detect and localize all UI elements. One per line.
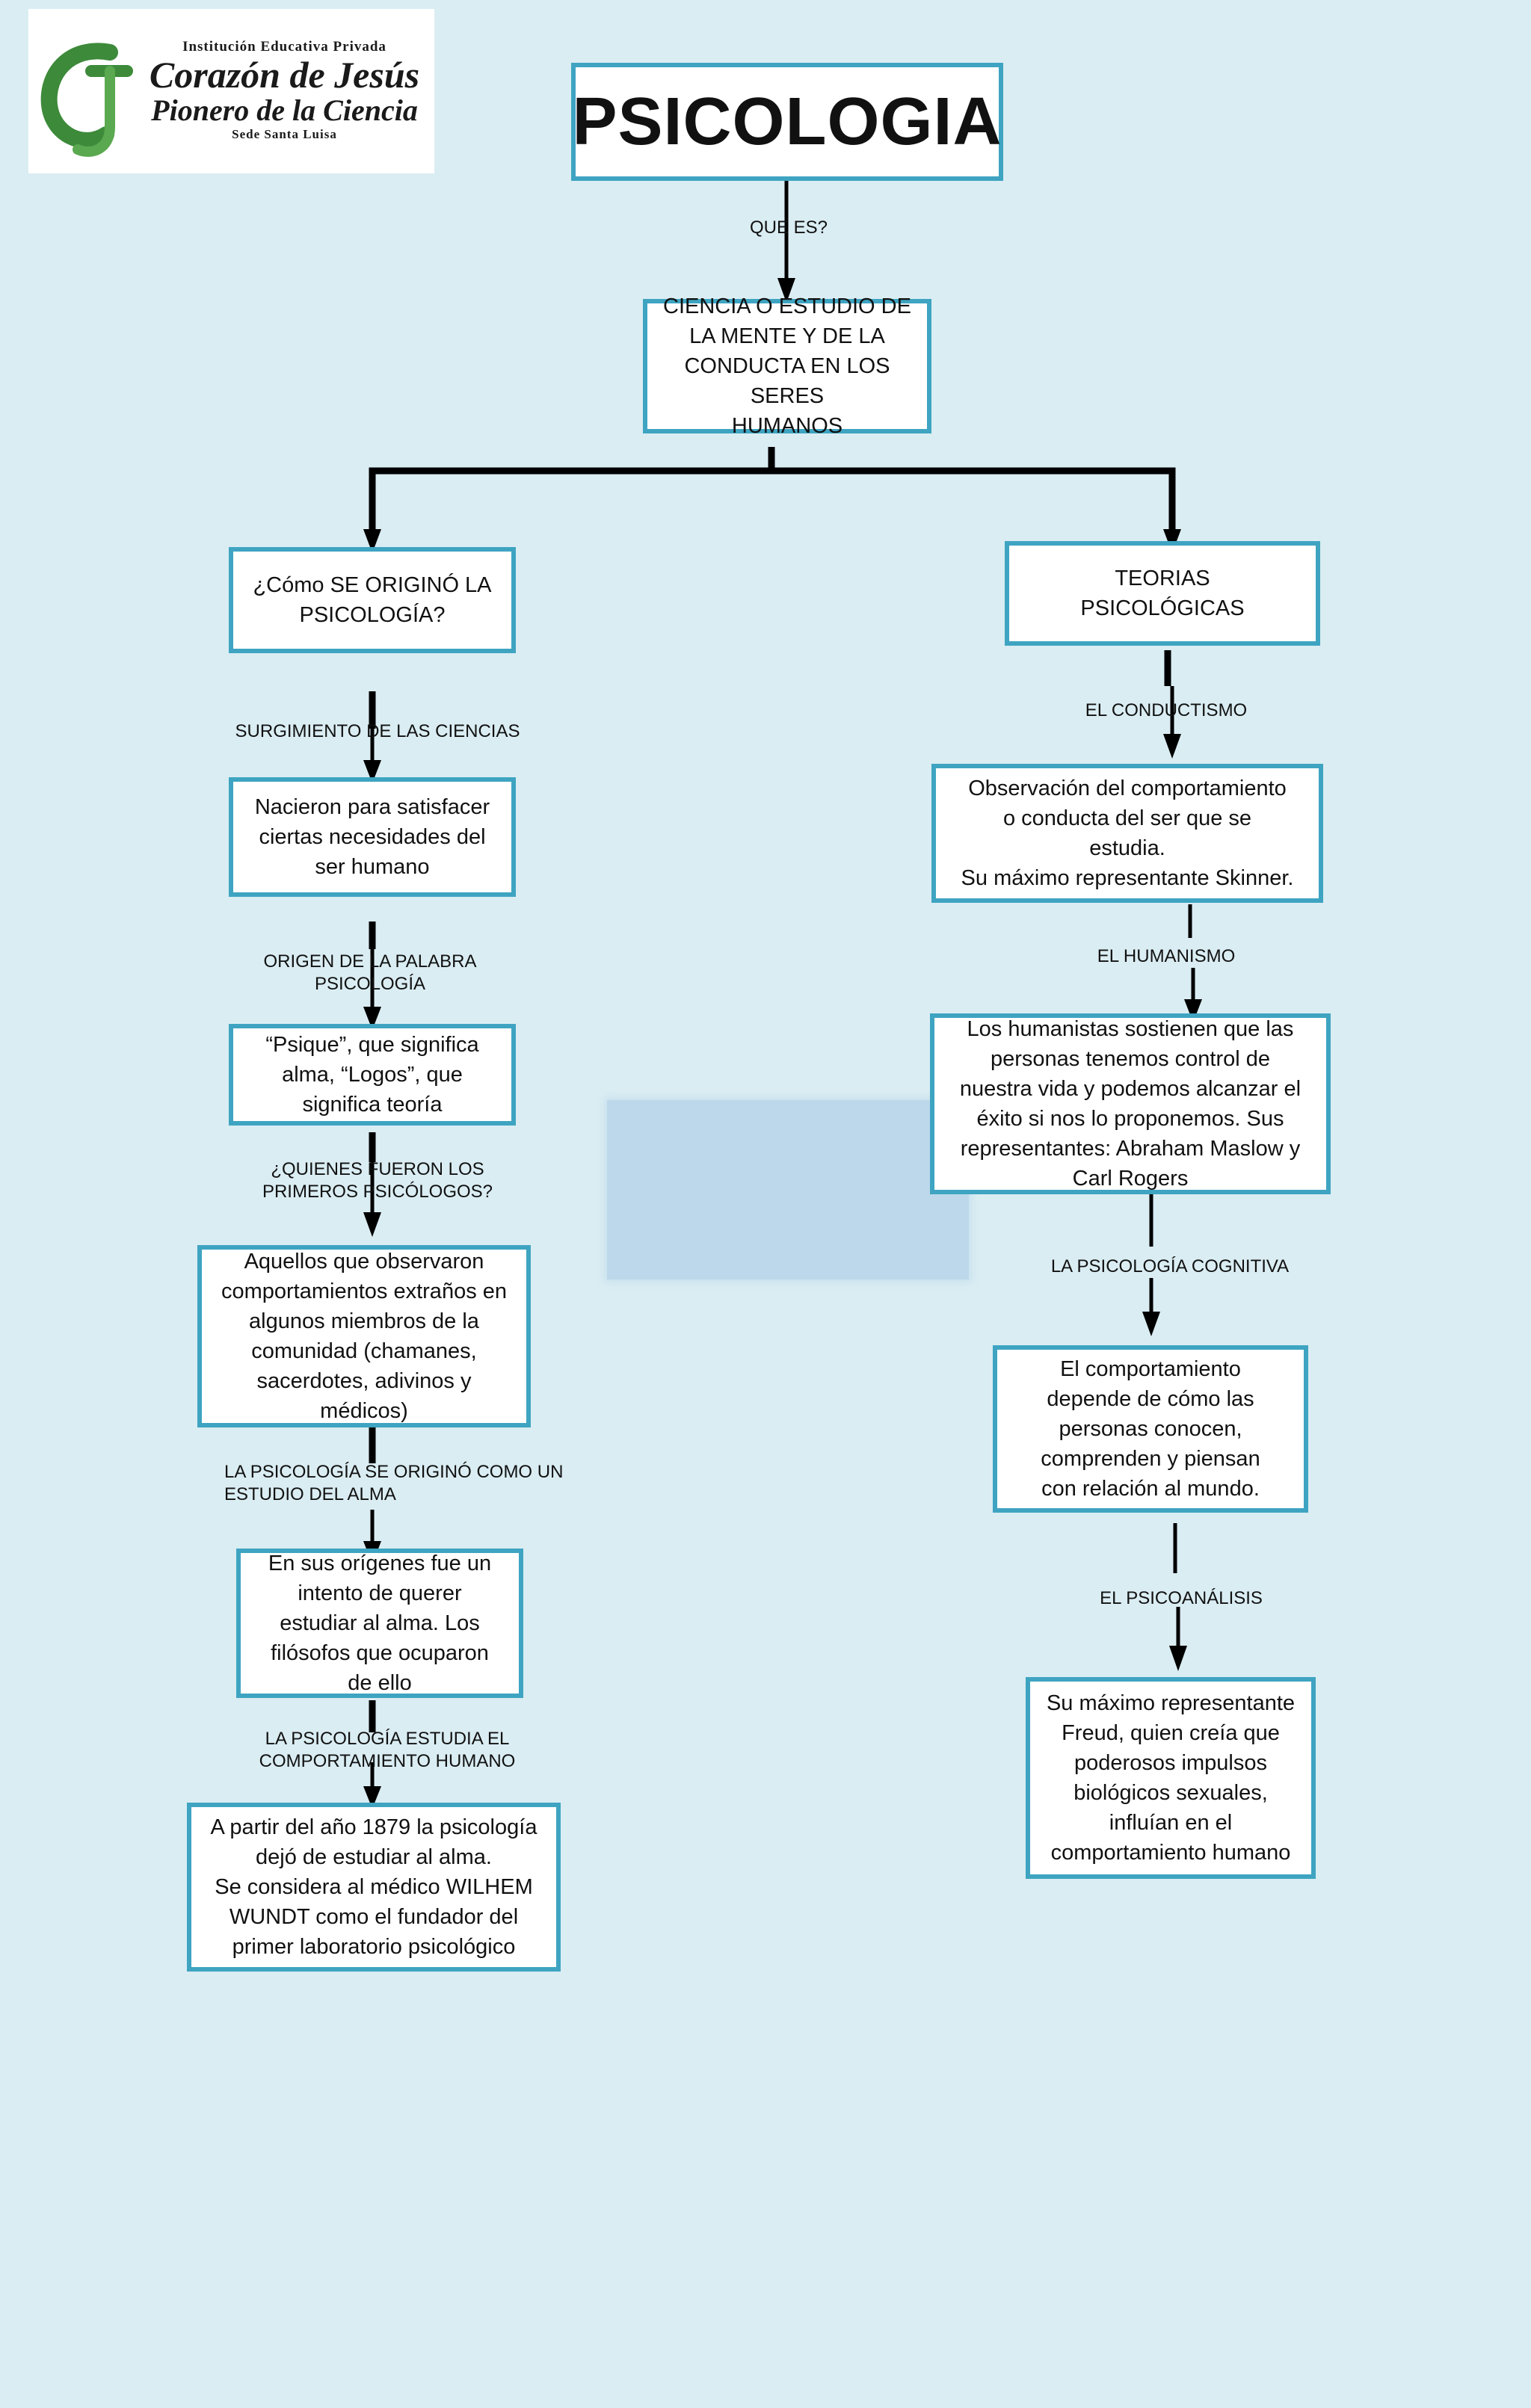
logo-line-motto: Pionero de la Ciencia (151, 93, 418, 127)
link-label-primeros-psicologos: ¿QUIENES FUERON LOS PRIMEROS PSICÓLOGOS? (262, 1159, 493, 1202)
logo-line-school-name: Corazón de Jesús (149, 54, 420, 96)
link-label-estudio-alma: LA PSICOLOGÍA SE ORIGINÓ COMO UN ESTUDIO… (224, 1462, 564, 1504)
etymology-box: “Psique”, que significa alma, “Logos”, q… (229, 1024, 516, 1126)
link-label-humanismo: EL HUMANISMO (1097, 946, 1236, 966)
logo-line-campus: Sede Santa Luisa (232, 127, 337, 141)
link-label-comportamiento: LA PSICOLOGÍA ESTUDIA EL COMPORTAMIENTO … (259, 1729, 516, 1771)
logo-line-institution: Institución Educativa Privada (182, 39, 386, 55)
link-label-origen-palabra: ORIGEN DE LA PALABRA PSICOLOGÍA (263, 951, 477, 994)
cognitive-box: El comportamiento depende de cómo las pe… (993, 1345, 1308, 1513)
wundt-box: A partir del año 1879 la psicología dejó… (187, 1803, 561, 1972)
soul-study-box: En sus orígenes fue un intento de querer… (236, 1549, 523, 1698)
first-psychologists-box: Aquellos que observaron comportamientos … (197, 1245, 531, 1427)
needs-box: Nacieron para satisfacer ciertas necesid… (229, 777, 516, 897)
theories-box: TEORIAS PSICOLÓGICAS (1005, 541, 1320, 646)
cj-monogram-icon (40, 43, 133, 157)
link-label-psicoanalisis: EL PSICOANÁLISIS (1100, 1588, 1263, 1608)
link-label-cognitiva: LA PSICOLOGÍA COGNITIVA (1050, 1256, 1290, 1276)
link-label-conductismo: EL CONDUCTISMO (1085, 700, 1248, 720)
link-label-surgimiento: SURGIMIENTO DE LAS CIENCIAS (235, 721, 520, 741)
behaviorism-box: Observación del comportamiento o conduct… (931, 764, 1323, 903)
school-logo: Institución Educativa Privada Corazón de… (28, 9, 434, 173)
origin-question-box: ¿Cómo SE ORIGINÓ LA PSICOLOGÍA? (229, 547, 516, 653)
psychoanalysis-box: Su máximo representante Freud, quien cre… (1026, 1677, 1316, 1879)
title-box: PSICOLOGIA (571, 63, 1003, 181)
definition-box: CIENCIA O ESTUDIO DE LA MENTE Y DE LA CO… (643, 294, 931, 438)
empty-placeholder-shape (607, 1100, 969, 1279)
link-label-que-es: QUE ES? (749, 217, 828, 238)
humanism-box: Los humanistas sostienen que las persona… (930, 1013, 1331, 1194)
